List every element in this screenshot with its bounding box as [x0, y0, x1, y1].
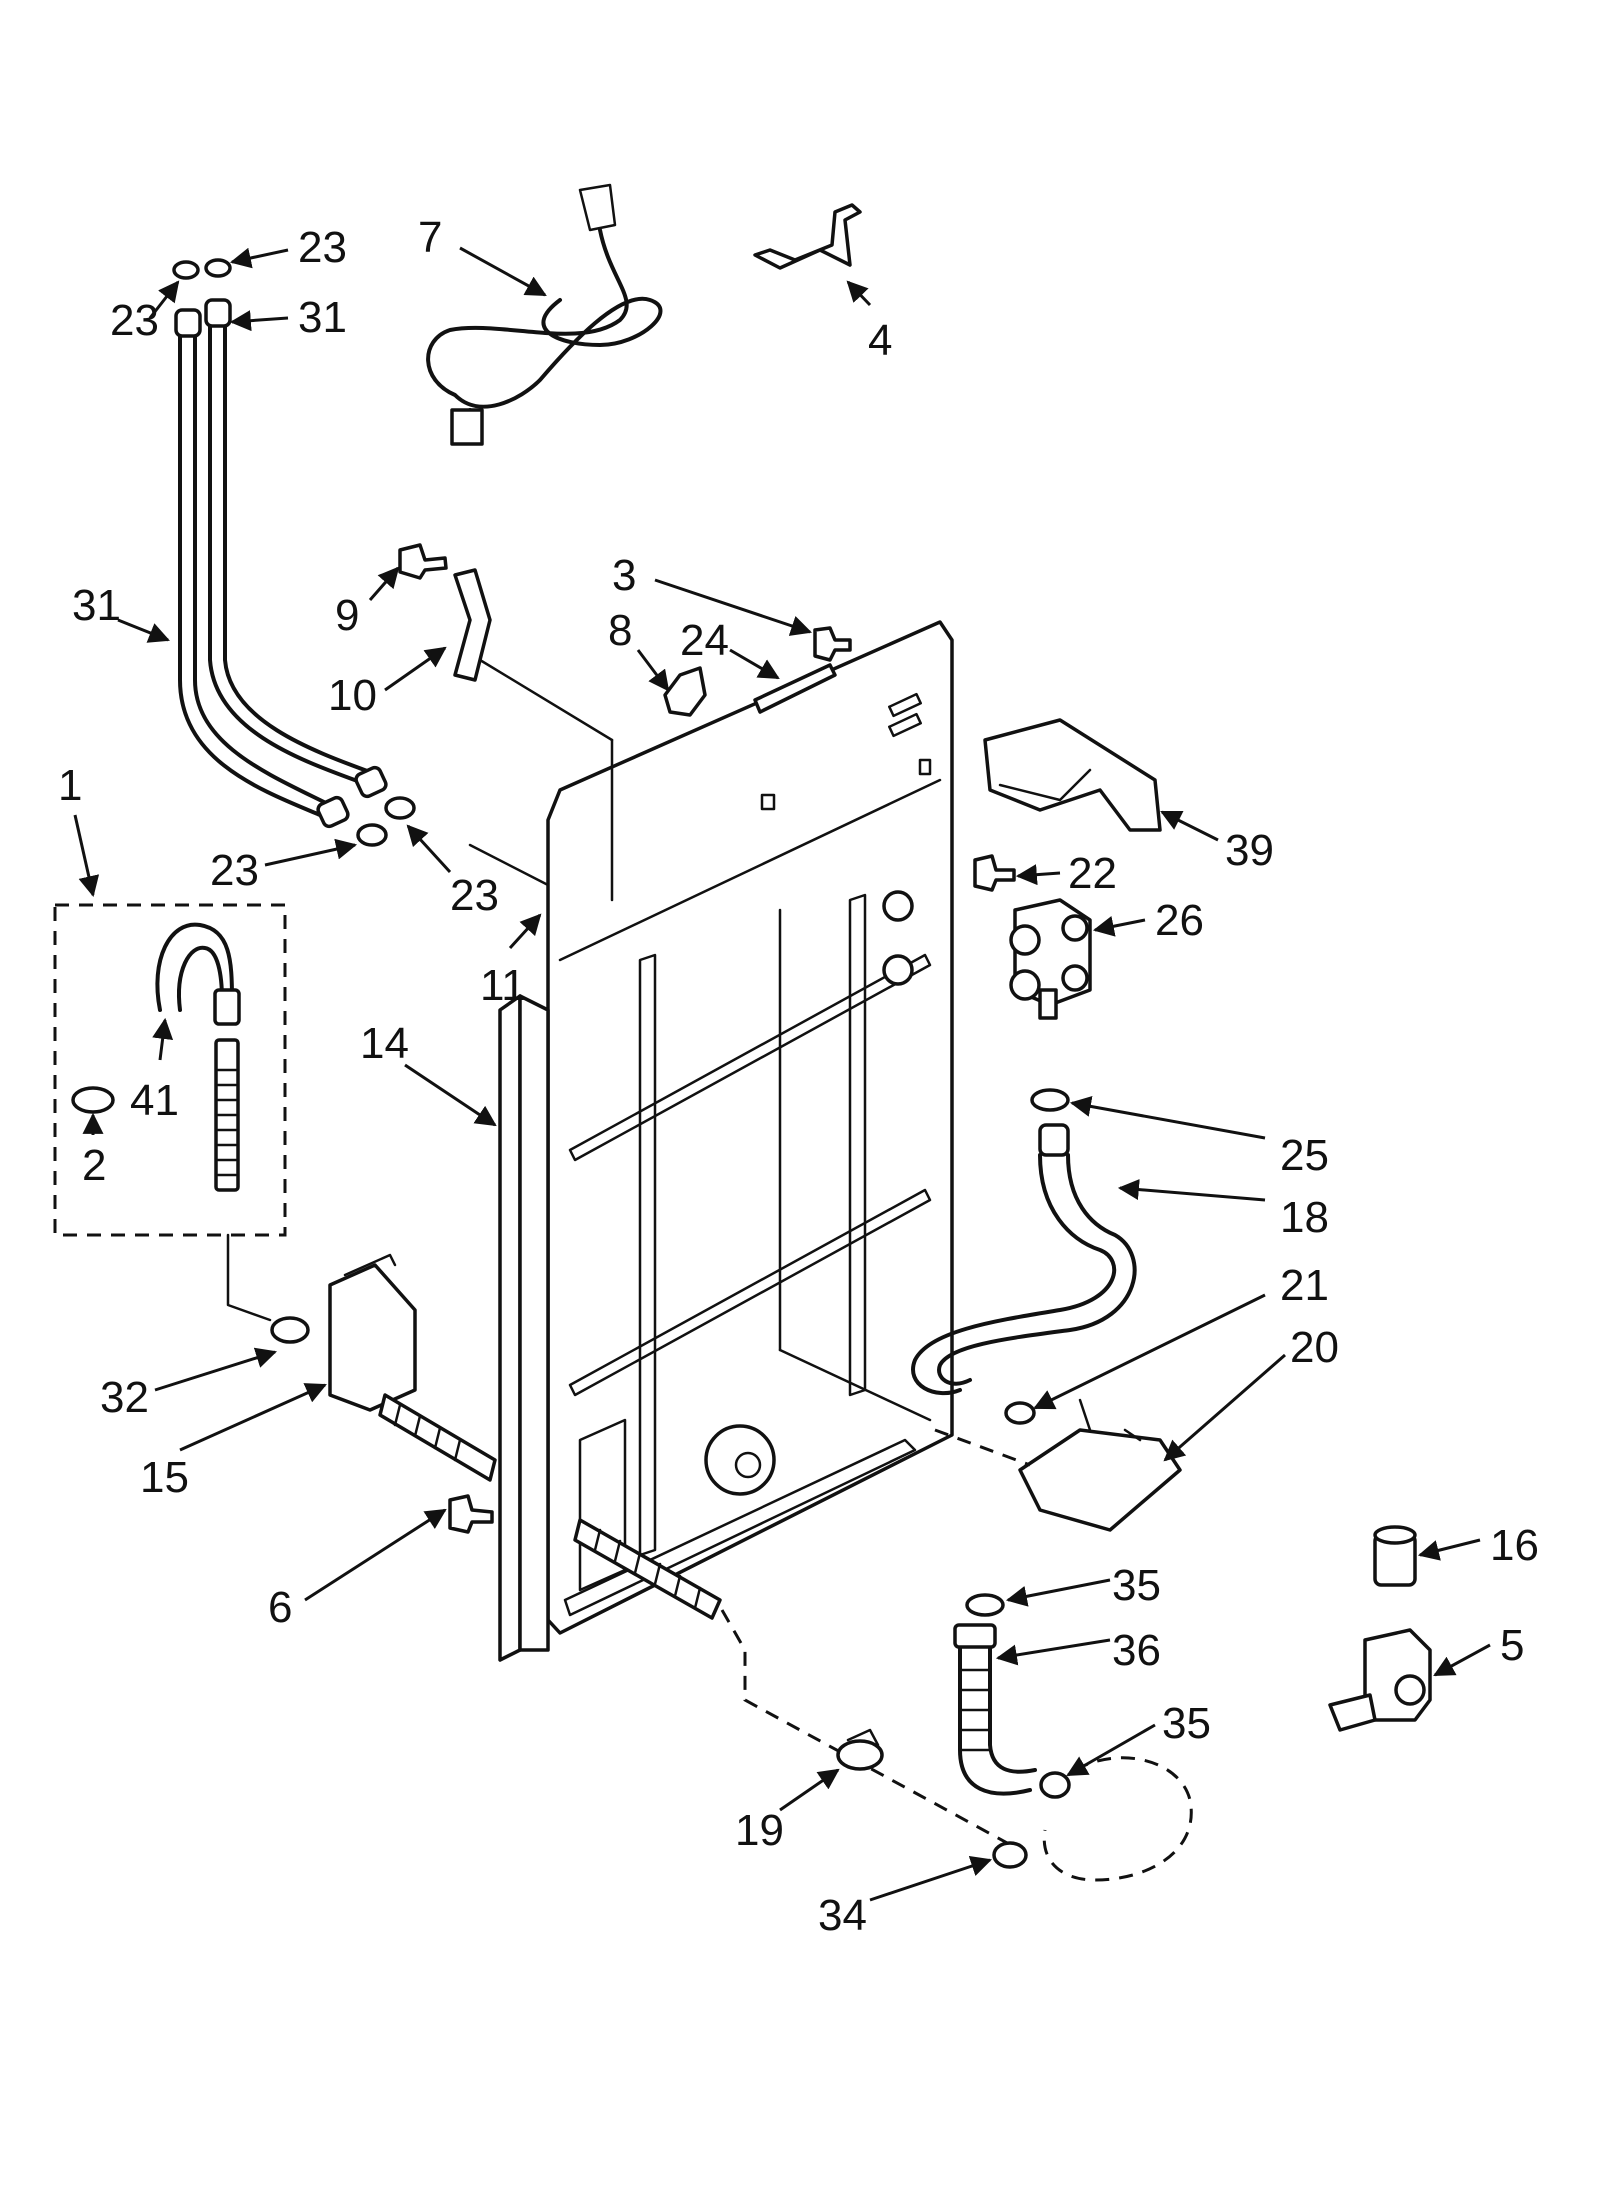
callout-9: 9 — [335, 591, 359, 640]
callout-35: 35 — [1162, 1699, 1211, 1748]
callout-2: 2 — [82, 1141, 106, 1190]
callout-15: 15 — [140, 1453, 189, 1502]
small-clip — [663, 666, 707, 717]
callout-20: 20 — [1290, 1323, 1339, 1372]
callout-6: 6 — [268, 1583, 292, 1632]
callout-31: 31 — [72, 581, 121, 630]
kit-box — [53, 903, 287, 1322]
callout-5: 5 — [1500, 1621, 1524, 1670]
dispenser — [983, 718, 1162, 832]
callout-numbers: 23 23 31 7 4 31 9 10 3 8 24 39 1 23 23 2… — [58, 213, 1539, 1940]
callout-24: 24 — [680, 616, 729, 665]
fill-hose — [911, 1088, 1137, 1425]
side-channel — [498, 994, 550, 1662]
callout-21: 21 — [1280, 1261, 1329, 1310]
pump-hose — [836, 1593, 1193, 1882]
callout-23: 23 — [210, 846, 259, 895]
hose-bracket — [934, 1398, 1182, 1532]
pump-motor — [1328, 1628, 1432, 1732]
callout-19: 19 — [735, 1806, 784, 1855]
callout-1: 1 — [58, 761, 82, 810]
leader-lines — [73, 246, 1491, 1902]
rail — [753, 663, 837, 714]
water-valve — [882, 890, 1092, 1020]
callout-26: 26 — [1155, 896, 1204, 945]
hinge-link — [453, 568, 492, 682]
callout-32: 32 — [100, 1373, 149, 1422]
callout-3: 3 — [612, 551, 636, 600]
callout-35: 35 — [1112, 1561, 1161, 1610]
callout-34: 34 — [818, 1891, 867, 1940]
callout-23: 23 — [450, 871, 499, 920]
callout-41: 41 — [130, 1076, 179, 1125]
callout-10: 10 — [328, 671, 377, 720]
callout-11: 11 — [480, 961, 526, 1010]
callout-7: 7 — [418, 213, 442, 262]
rear-panel — [546, 620, 954, 1635]
callout-23: 23 — [110, 296, 159, 345]
callout-14: 14 — [360, 1019, 409, 1068]
callout-39: 39 — [1225, 826, 1274, 875]
callout-8: 8 — [608, 606, 632, 655]
callout-4: 4 — [868, 316, 892, 365]
callout-36: 36 — [1112, 1626, 1161, 1675]
callout-16: 16 — [1490, 1521, 1539, 1570]
capacitor — [1373, 1525, 1417, 1587]
screws — [398, 543, 1016, 1534]
inlet-hoses — [172, 258, 416, 847]
drain-hose — [378, 1393, 1021, 1852]
callout-23: 23 — [298, 223, 347, 272]
power-cord — [426, 183, 663, 446]
callout-25: 25 — [1280, 1131, 1329, 1180]
bracket — [753, 203, 862, 270]
callout-18: 18 — [1280, 1193, 1329, 1242]
drain-hose-bracket — [270, 1253, 417, 1412]
callout-31: 31 — [298, 293, 347, 342]
callout-22: 22 — [1068, 849, 1117, 898]
